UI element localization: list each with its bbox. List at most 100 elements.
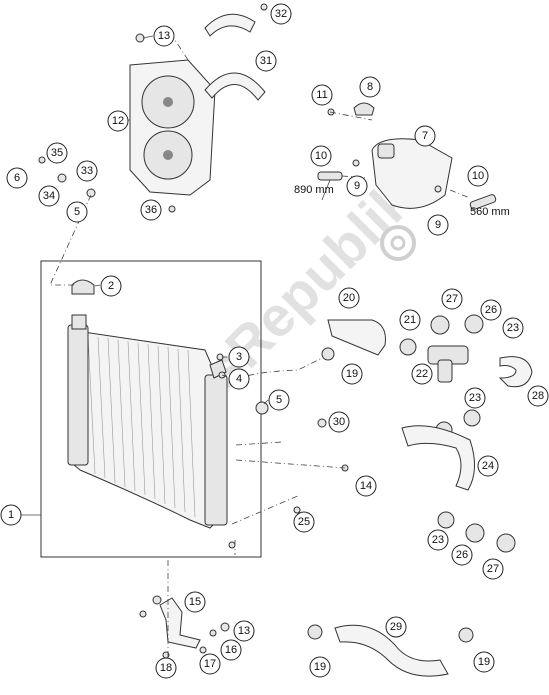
svg-text:9: 9	[435, 219, 441, 231]
radiator-fins	[87, 334, 196, 518]
radiator-right-tank	[204, 374, 228, 526]
svg-text:33: 33	[81, 165, 93, 177]
housing-26-lower	[465, 523, 485, 543]
gear-watermark-icon	[380, 225, 416, 261]
svg-text:14: 14	[360, 480, 372, 492]
callout-27-lower: 27	[482, 558, 504, 580]
housing-27-lower	[496, 533, 516, 553]
svg-text:31: 31	[260, 55, 272, 67]
svg-text:1: 1	[8, 509, 14, 521]
callout-10-left: 10	[310, 145, 332, 167]
expansion-tank-cap	[353, 102, 375, 116]
callout-17: 17	[199, 653, 221, 675]
svg-text:35: 35	[51, 147, 63, 159]
svg-text:6: 6	[14, 172, 20, 184]
callout-16: 16	[220, 639, 242, 661]
callout-26-lower: 26	[451, 544, 473, 566]
callout-9-right: 9	[427, 214, 449, 236]
svg-text:16: 16	[225, 644, 237, 656]
svg-text:17: 17	[204, 658, 216, 670]
svg-text:20: 20	[343, 292, 355, 304]
clamp-19-right	[458, 627, 474, 643]
housing-26-upper	[464, 314, 484, 334]
callout-5-upper: 5	[66, 201, 88, 223]
callout-4: 4	[228, 368, 250, 390]
svg-text:34: 34	[43, 190, 55, 202]
svg-text:23: 23	[432, 534, 444, 546]
mounting-bracket	[159, 597, 201, 649]
dimension-890: 890 mm	[294, 184, 334, 196]
radiator-filler-neck	[71, 314, 87, 330]
svg-text:8: 8	[367, 81, 373, 93]
callout-28: 28	[527, 385, 549, 407]
svg-text:26: 26	[485, 304, 497, 316]
callout-30: 30	[328, 411, 350, 433]
svg-text:15: 15	[189, 596, 201, 608]
svg-text:10: 10	[472, 170, 484, 182]
callout-33: 33	[76, 160, 98, 182]
svg-text:32: 32	[275, 8, 287, 20]
callout-18: 18	[155, 657, 177, 679]
fan-shroud	[129, 59, 216, 196]
fan-cover-upper	[204, 13, 256, 37]
callout-3: 3	[228, 346, 250, 368]
callout-34: 34	[38, 185, 60, 207]
svg-text:30: 30	[333, 416, 345, 428]
svg-text:27: 27	[446, 293, 458, 305]
radiator	[67, 314, 228, 529]
callout-13-bottom: 13	[233, 620, 255, 642]
svg-text:24: 24	[482, 460, 494, 472]
svg-text:5: 5	[276, 394, 282, 406]
callout-14: 14	[355, 475, 377, 497]
svg-text:7: 7	[422, 130, 428, 142]
svg-text:19: 19	[346, 368, 358, 380]
svg-text:23: 23	[507, 322, 519, 334]
callout-19-upper: 19	[341, 363, 363, 385]
callout-36: 36	[140, 199, 162, 221]
svg-text:3: 3	[236, 351, 242, 363]
callout-25: 25	[293, 511, 315, 533]
svg-text:25: 25	[298, 516, 310, 528]
svg-text:18: 18	[160, 662, 172, 674]
callout-2: 2	[100, 275, 122, 297]
svg-text:29: 29	[390, 621, 402, 633]
dimension-560: 560 mm	[470, 206, 510, 218]
svg-text:9: 9	[354, 180, 360, 192]
svg-text:22: 22	[416, 368, 428, 380]
callout-13-top: 13	[153, 25, 175, 47]
svg-text:4: 4	[236, 373, 242, 385]
callout-19-lower-left: 19	[309, 656, 331, 678]
overflow-hose-560	[469, 194, 497, 210]
svg-text:23: 23	[469, 392, 481, 404]
callout-15: 15	[184, 591, 206, 613]
svg-text:28: 28	[532, 390, 544, 402]
callout-27-upper: 27	[441, 288, 463, 310]
callout-31: 31	[255, 50, 277, 72]
bottom-hose-29	[334, 624, 449, 677]
svg-text:19: 19	[478, 656, 490, 668]
radiator-left-tank	[67, 324, 89, 466]
callout-20: 20	[338, 287, 360, 309]
callout-9-left: 9	[346, 175, 368, 197]
callout-23-right: 23	[502, 317, 524, 339]
svg-text:10: 10	[315, 150, 327, 162]
expansion-tank	[371, 138, 453, 209]
overflow-hose-890	[317, 171, 343, 181]
svg-text:21: 21	[404, 314, 416, 326]
callout-23-lower: 23	[427, 529, 449, 551]
callout-35: 35	[46, 142, 68, 164]
clamp-21	[399, 338, 417, 356]
callout-22: 22	[411, 363, 433, 385]
callout-21: 21	[399, 309, 421, 331]
callout-11: 11	[311, 84, 333, 106]
callout-5-radiator: 5	[268, 389, 290, 411]
svg-text:26: 26	[456, 549, 468, 561]
svg-text:11: 11	[316, 89, 327, 101]
callout-1: 1	[0, 504, 22, 526]
callout-23-mid: 23	[464, 387, 486, 409]
callout-10-right: 10	[467, 165, 489, 187]
callout-24: 24	[477, 455, 499, 477]
callout-7: 7	[414, 125, 436, 147]
